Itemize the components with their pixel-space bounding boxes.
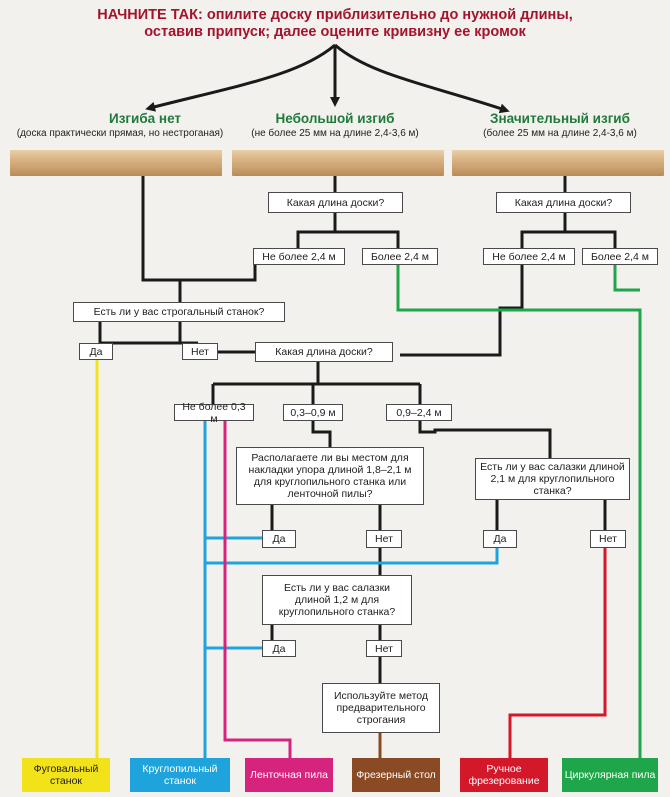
answer-le-2-4-a: Не более 2,4 м [253, 248, 345, 265]
answer-yes-sled-2-1: Да [483, 530, 517, 548]
answer-0-9-2-4: 0,9–2,4 м [386, 404, 452, 421]
branch-big-bend-subtitle: (более 25 мм на длине 2,4-3,6 м) [483, 128, 637, 139]
branch-small-bend-title: Небольшой изгиб [275, 111, 395, 126]
question-planer: Есть ли у вас строгальный станок? [73, 302, 285, 322]
title-line-1: НАЧНИТЕ ТАК: опилите доску приблизительн… [97, 7, 573, 23]
page-title: НАЧНИТЕ ТАК: опилите доску приблизительн… [0, 7, 670, 41]
colored-routes [95, 265, 642, 758]
answer-0-3-0-9: 0,3–0,9 м [283, 404, 343, 421]
recommendation-pre-planing: Используйте метод предварительного строг… [322, 683, 440, 733]
plank-straight-image [10, 150, 222, 176]
outcome-jointer: Фуговальный станок [22, 758, 110, 792]
question-sled-2-1: Есть ли у вас салазки длиной 2,1 м для к… [475, 458, 630, 500]
branch-big-bend-title: Значительный изгиб [490, 111, 630, 126]
question-space: Располагаете ли вы местом для накладки у… [236, 447, 424, 505]
answer-gt-2-4-b: Более 2,4 м [582, 248, 658, 265]
plank-small-bend-image [232, 150, 444, 176]
branch-no-bend-title: Изгиба нет [108, 111, 182, 126]
answer-le-0-3: Не более 0,3 м [174, 401, 254, 425]
question-length-small-bend: Какая длина доски? [268, 192, 403, 213]
branch-small-bend-subtitle: (не более 25 мм на длине 2,4-3,6 м) [251, 128, 419, 139]
answer-yes-planer: Да [79, 343, 113, 360]
title-line-2: оставив припуск; далее оцените кривизну … [144, 24, 526, 40]
answer-le-2-4-b: Не более 2,4 м [483, 248, 575, 265]
outcome-table-saw: Круглопильный станок [130, 758, 230, 792]
branch-no-bend-subtitle: (доска практически прямая, но нестрогана… [16, 128, 224, 139]
question-length-big-bend: Какая длина доски? [496, 192, 631, 213]
question-sled-1-2: Есть ли у вас салазки длиной 1,2 м для к… [262, 575, 412, 625]
answer-no-sled-2-1: Нет [590, 530, 626, 548]
question-length-planer: Какая длина доски? [255, 342, 393, 362]
outcome-hand-routing: Ручное фрезерование [460, 758, 548, 792]
answer-yes-sled-1-2: Да [262, 640, 296, 657]
outcome-router-table: Фрезерный стол [352, 758, 440, 792]
answer-no-planer: Нет [182, 343, 218, 360]
answer-gt-2-4-a: Более 2,4 м [362, 248, 438, 265]
answer-no-sled-1-2: Нет [366, 640, 402, 657]
plank-big-bend-image [452, 150, 664, 176]
outcome-circular-saw: Циркулярная пила [562, 758, 658, 792]
outcome-band-saw: Ленточная пила [245, 758, 333, 792]
top-arrows [145, 43, 510, 114]
answer-no-space: Нет [366, 530, 402, 548]
answer-yes-space: Да [262, 530, 296, 548]
